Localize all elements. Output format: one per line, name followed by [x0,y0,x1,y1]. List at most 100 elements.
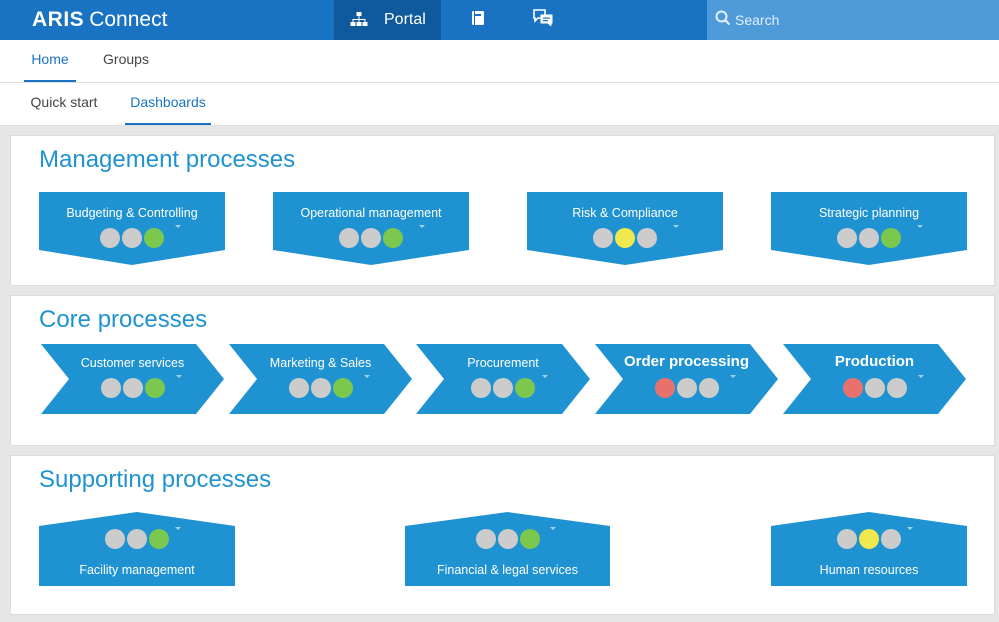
nav-book-button[interactable] [458,0,498,40]
status-light-grey [859,228,879,248]
process-label: Marketing & Sales [269,356,372,370]
status-lights [771,529,967,549]
process-label: Strategic planning [818,206,920,220]
chevron-down-icon[interactable] [918,375,924,378]
status-lights [771,228,967,248]
book-icon [471,10,485,31]
tab-home[interactable]: Home [24,40,76,82]
status-light-grey [497,529,518,549]
management-processes-panel: Management processes Budgeting & Control… [10,135,995,286]
chevron-down-icon[interactable] [364,375,370,378]
search-icon [715,10,731,31]
process-label: Production [834,353,915,370]
process-shape[interactable]: Human resources [771,512,967,586]
tab-groups[interactable]: Groups [103,51,149,67]
chevron-down-icon[interactable] [907,527,913,530]
status-light-grey [676,378,697,398]
chevron-down-icon[interactable] [550,527,556,530]
status-light-green [515,378,535,398]
core-processes-title: Core processes [39,306,208,333]
status-lights [39,529,235,549]
status-light-grey [100,378,121,398]
status-light-grey [698,378,719,398]
process-label: Risk & Compliance [572,206,678,220]
status-lights [416,378,590,398]
sitemap-icon [350,12,368,28]
status-light-green [332,378,353,398]
process-label: Order processing [623,353,750,370]
management-processes-title: Management processes [39,146,296,173]
status-light-green [881,228,901,248]
chevron-down-icon[interactable] [175,225,181,228]
status-light-grey [310,378,331,398]
supporting-processes-panel: Supporting processes Facility management… [10,455,995,615]
tab-dashboards[interactable]: Dashboards [125,83,211,125]
process-shape[interactable]: Procurement [416,344,590,414]
status-lights [527,228,723,248]
process-shape[interactable]: Marketing & Sales [229,344,412,414]
chevron-down-icon[interactable] [176,375,182,378]
core-processes-panel: Core processes Customer services Marketin… [10,295,995,446]
logo-rest: Connect [89,8,168,31]
process-shape[interactable]: Operational management [273,192,469,265]
status-light-grey [881,529,901,549]
status-light-red [842,378,863,398]
process-shape[interactable]: Facility management [39,512,235,586]
status-lights [405,529,610,549]
status-light-grey [100,228,120,248]
status-light-grey [339,228,359,248]
process-shape[interactable]: Production [783,344,966,414]
process-label: Operational management [300,206,442,220]
chat-icon [533,9,553,31]
process-shape[interactable]: Order processing [595,344,778,414]
chevron-down-icon[interactable] [730,375,736,378]
process-shape[interactable]: Strategic planning [771,192,967,265]
chevron-down-icon[interactable] [542,375,548,378]
tab-quick-start[interactable]: Quick start [30,94,98,110]
process-label: Human resources [819,563,919,577]
status-light-grey [127,529,147,549]
status-light-green [383,228,403,248]
process-shape[interactable]: Financial & legal services [405,512,610,586]
chevron-down-icon[interactable] [175,527,181,530]
status-lights [41,378,224,398]
search-box[interactable] [707,0,999,40]
process-shape[interactable]: Budgeting & Controlling [39,192,225,265]
process-label: Facility management [79,563,195,577]
status-light-grey [593,228,613,248]
status-light-red [654,378,675,398]
status-lights [39,228,225,248]
search-input[interactable] [735,12,975,28]
status-lights [273,228,469,248]
status-light-green [144,228,164,248]
process-shape[interactable]: Customer services [41,344,224,414]
status-light-grey [837,529,857,549]
sub-tabs: Quick start Dashboards [0,83,999,126]
status-light-grey [288,378,309,398]
process-label: Procurement [467,356,539,370]
chevron-down-icon[interactable] [419,225,425,228]
status-light-green [519,529,540,549]
status-light-grey [837,228,857,248]
logo-bold: ARIS [32,8,85,31]
status-light-grey [471,378,491,398]
status-light-grey [493,378,513,398]
process-label: Budgeting & Controlling [66,206,198,220]
supporting-processes-title: Supporting processes [39,466,272,493]
process-shape[interactable]: Risk & Compliance [527,192,723,265]
nav-portal-button[interactable]: Portal [334,0,441,40]
status-lights [595,378,778,398]
process-label: Financial & legal services [436,563,579,577]
nav-chat-button[interactable] [523,0,563,40]
chevron-down-icon[interactable] [673,225,679,228]
chevron-down-icon[interactable] [917,225,923,228]
status-light-yellow [859,529,879,549]
status-light-green [144,378,165,398]
status-light-yellow [615,228,635,248]
status-light-grey [122,228,142,248]
main-tabs: Home Groups [0,40,999,83]
process-label: Customer services [80,356,185,370]
status-light-grey [105,529,125,549]
